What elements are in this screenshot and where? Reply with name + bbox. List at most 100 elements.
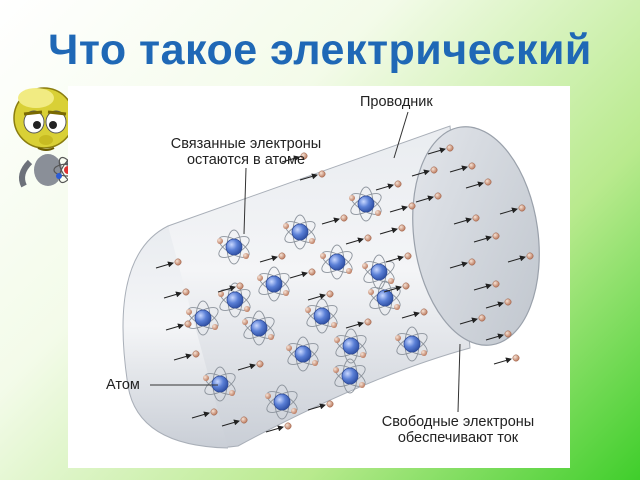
- atom-icon: [218, 282, 251, 318]
- slide-title: Что такое электрический: [48, 26, 592, 74]
- current-arrow-icon: [259, 255, 278, 263]
- current-arrow-icon: [485, 333, 504, 341]
- current-arrow-icon: [217, 285, 236, 293]
- free-electrons-leader-line: [457, 343, 461, 413]
- current-arrow-icon: [493, 357, 512, 365]
- free-electron-icon: [394, 180, 402, 188]
- atom-icon: [242, 310, 275, 346]
- atom-icon: [283, 214, 316, 250]
- free-electron-icon: [504, 330, 512, 338]
- free-electron-icon: [472, 214, 480, 222]
- atom-icon: [286, 336, 319, 372]
- current-arrow-icon: [163, 291, 182, 299]
- free-electron-icon: [340, 214, 348, 222]
- free-electron-icon: [256, 360, 264, 368]
- free-electron-icon: [278, 252, 286, 260]
- atom-icon: [349, 186, 382, 222]
- free-electron-icon: [492, 280, 500, 288]
- free-electron-icon: [300, 152, 308, 160]
- free-electrons-line2: обеспечивают ток: [397, 430, 519, 446]
- atom-icon: [334, 328, 367, 364]
- current-arrow-icon: [473, 235, 492, 243]
- current-arrow-icon: [473, 283, 492, 291]
- current-arrow-icon: [165, 323, 184, 331]
- free-electron-icon: [182, 288, 190, 296]
- current-arrow-icon: [415, 195, 434, 203]
- current-arrow-icon: [383, 285, 402, 293]
- free-electron-icon: [478, 314, 486, 322]
- current-arrow-icon: [307, 403, 326, 411]
- free-electron-icon: [326, 400, 334, 408]
- current-arrow-icon: [427, 147, 446, 155]
- atom-icon: [186, 300, 219, 336]
- current-arrow-icon: [449, 261, 468, 269]
- free-electron-icon: [308, 268, 316, 276]
- conductor-diagram: Проводник Связанные электроны остаются в…: [68, 86, 570, 468]
- free-electron-icon: [326, 290, 334, 298]
- current-arrow-icon: [389, 205, 408, 213]
- atoms-group: [186, 186, 428, 420]
- conductor-diagram-svg: [122, 111, 540, 449]
- current-arrow-icon: [321, 217, 340, 225]
- free-electron-icon: [434, 192, 442, 200]
- current-arrow-icon: [281, 155, 300, 163]
- free-electron-icon: [192, 350, 200, 358]
- atom-label: Атом: [106, 377, 140, 393]
- atom-icon: [217, 229, 250, 265]
- free-electron-icon: [364, 234, 372, 242]
- free-electron-icon: [492, 232, 500, 240]
- bound-electrons-label: Связанные электроны остаются в атоме: [146, 136, 346, 168]
- free-electron-icon: [240, 416, 248, 424]
- atom-icon: [257, 266, 290, 302]
- free-electron-icon: [210, 408, 218, 416]
- atom-icon: [333, 358, 366, 394]
- current-arrow-icon: [375, 183, 394, 191]
- free-electron-icon: [518, 204, 526, 212]
- free-electrons-label: Свободные электроны обеспечивают ток: [358, 414, 558, 446]
- free-electrons-line1: Свободные электроны: [381, 414, 535, 430]
- current-arrow-icon: [449, 165, 468, 173]
- current-arrow-icon: [465, 181, 484, 189]
- free-electron-icon: [526, 252, 534, 260]
- conductor-label: Проводник: [360, 94, 433, 110]
- current-arrow-icon: [385, 255, 404, 263]
- current-arrow-icon: [265, 425, 284, 433]
- atom-icon: [395, 326, 428, 362]
- free-electron-icon: [318, 170, 326, 178]
- atom-icon: [368, 280, 401, 316]
- free-electrons-group: [155, 144, 534, 433]
- bound-electrons-line1: Связанные электроны: [170, 136, 322, 152]
- free-electron-icon: [468, 162, 476, 170]
- free-electron-icon: [364, 318, 372, 326]
- current-arrow-icon: [401, 311, 420, 319]
- free-electron-icon: [284, 422, 292, 430]
- current-arrow-icon: [173, 353, 192, 361]
- conductor-cross-section: [412, 126, 540, 346]
- current-arrow-icon: [453, 217, 472, 225]
- free-electron-icon: [512, 354, 520, 362]
- free-electron-icon: [398, 224, 406, 232]
- current-arrow-icon: [221, 419, 240, 427]
- free-electron-icon: [420, 308, 428, 316]
- atom-icon: [320, 244, 353, 280]
- bound-electrons-leader-line: [243, 167, 247, 235]
- free-electron-icon: [174, 258, 182, 266]
- free-electron-icon: [430, 166, 438, 174]
- bound-electrons-line2: остаются в атоме: [186, 152, 306, 168]
- atom-icon: [203, 366, 236, 402]
- current-arrow-icon: [499, 207, 518, 215]
- current-arrow-icon: [507, 255, 526, 263]
- current-arrow-icon: [459, 317, 478, 325]
- current-arrow-icon: [307, 293, 326, 301]
- free-electron-icon: [468, 258, 476, 266]
- free-electron-icon: [504, 298, 512, 306]
- atom-icon: [265, 384, 298, 420]
- free-electron-icon: [236, 282, 244, 290]
- current-arrow-icon: [411, 169, 430, 177]
- current-arrow-icon: [191, 411, 210, 419]
- free-electron-icon: [446, 144, 454, 152]
- current-arrow-icon: [299, 173, 318, 181]
- free-electron-icon: [484, 178, 492, 186]
- current-arrow-icon: [237, 363, 256, 371]
- current-arrow-icon: [345, 237, 364, 245]
